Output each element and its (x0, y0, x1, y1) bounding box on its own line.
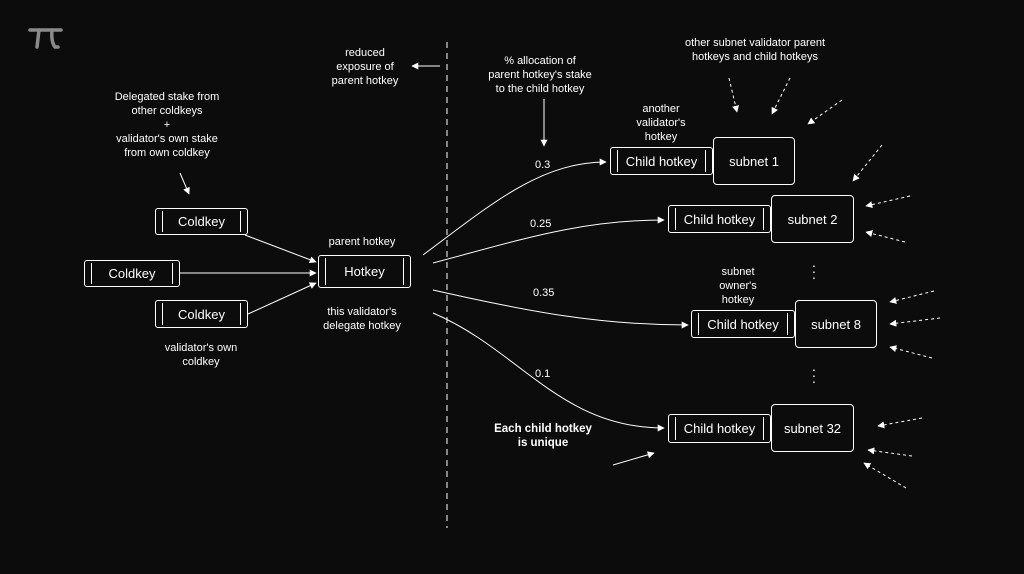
edge-hotkey-child-1 (422, 158, 607, 256)
edge-coldkey-3-hotkey (247, 282, 317, 315)
other-subnet-note: other subnet validator parent hotkeys an… (684, 37, 826, 63)
child-hotkey-box: Child hotkey (668, 205, 771, 233)
dash-arrow-sn1-a (728, 77, 739, 113)
fraction-label: 0.3 (535, 159, 551, 171)
allocation-note: % allocation of parent hotkey's stake to… (488, 55, 592, 95)
delegate-hotkey-note: this validator's delegate hotkey (323, 306, 401, 332)
unique-note: Each child hotkey is unique (494, 423, 592, 449)
dash-arrow-sn8-b (889, 317, 941, 327)
subnet-box: subnet 1 (713, 137, 795, 185)
parent-hotkey-box: Hotkey (318, 255, 411, 288)
subnet-box: subnet 8 (795, 300, 877, 348)
dash-arrow-sn2-a (852, 144, 883, 182)
arrow-delegated-stake (179, 172, 190, 195)
child-hotkey-box: Child hotkey (668, 414, 771, 443)
reduced-exposure-note: reduced exposure of parent hotkey (331, 47, 399, 87)
child-hotkey-box: Child hotkey (610, 147, 713, 175)
subnet-owner-note: subnet owner's hotkey (719, 266, 757, 306)
arrow-unique (612, 451, 655, 466)
dash-arrow-sn32-c (863, 462, 907, 489)
dash-arrow-sn8-c (889, 345, 933, 359)
ellipsis-icon: ··· (811, 257, 817, 285)
tau-logo-icon (28, 28, 63, 49)
dash-arrow-sn32-b (867, 447, 913, 457)
dash-arrow-sn2-c (865, 230, 906, 243)
fraction-label: 0.25 (530, 218, 552, 230)
subnet-box: subnet 2 (771, 195, 854, 243)
dash-arrow-sn1-c (807, 99, 843, 125)
edge-coldkey-1-hotkey (244, 234, 317, 264)
own-coldkey-note: validator's own coldkey (164, 342, 238, 368)
coldkey-box: Coldkey (84, 260, 180, 287)
another-validator-note: another validator's hotkey (636, 103, 686, 143)
parent-hotkey-note: parent hotkey (328, 236, 396, 248)
dash-arrow-sn8-a (889, 290, 935, 304)
edge-hotkey-child-2 (432, 216, 665, 264)
delegated-stake-note: Delegated stake from other coldkeys + va… (114, 91, 220, 159)
edge-hotkey-child-4 (432, 312, 665, 432)
coldkey-box: Coldkey (155, 300, 248, 328)
dash-arrow-sn32-a (877, 417, 923, 429)
ellipsis-icon: ··· (811, 361, 817, 389)
fraction-label: 0.35 (533, 287, 555, 299)
dash-arrow-sn1-b (771, 77, 791, 115)
child-hotkey-box: Child hotkey (691, 310, 795, 338)
subnet-box: subnet 32 (771, 404, 854, 452)
fraction-label: 0.1 (535, 368, 551, 380)
coldkey-box: Coldkey (155, 208, 248, 235)
edge-hotkey-child-3 (432, 289, 689, 329)
dash-arrow-sn2-b (865, 195, 911, 209)
